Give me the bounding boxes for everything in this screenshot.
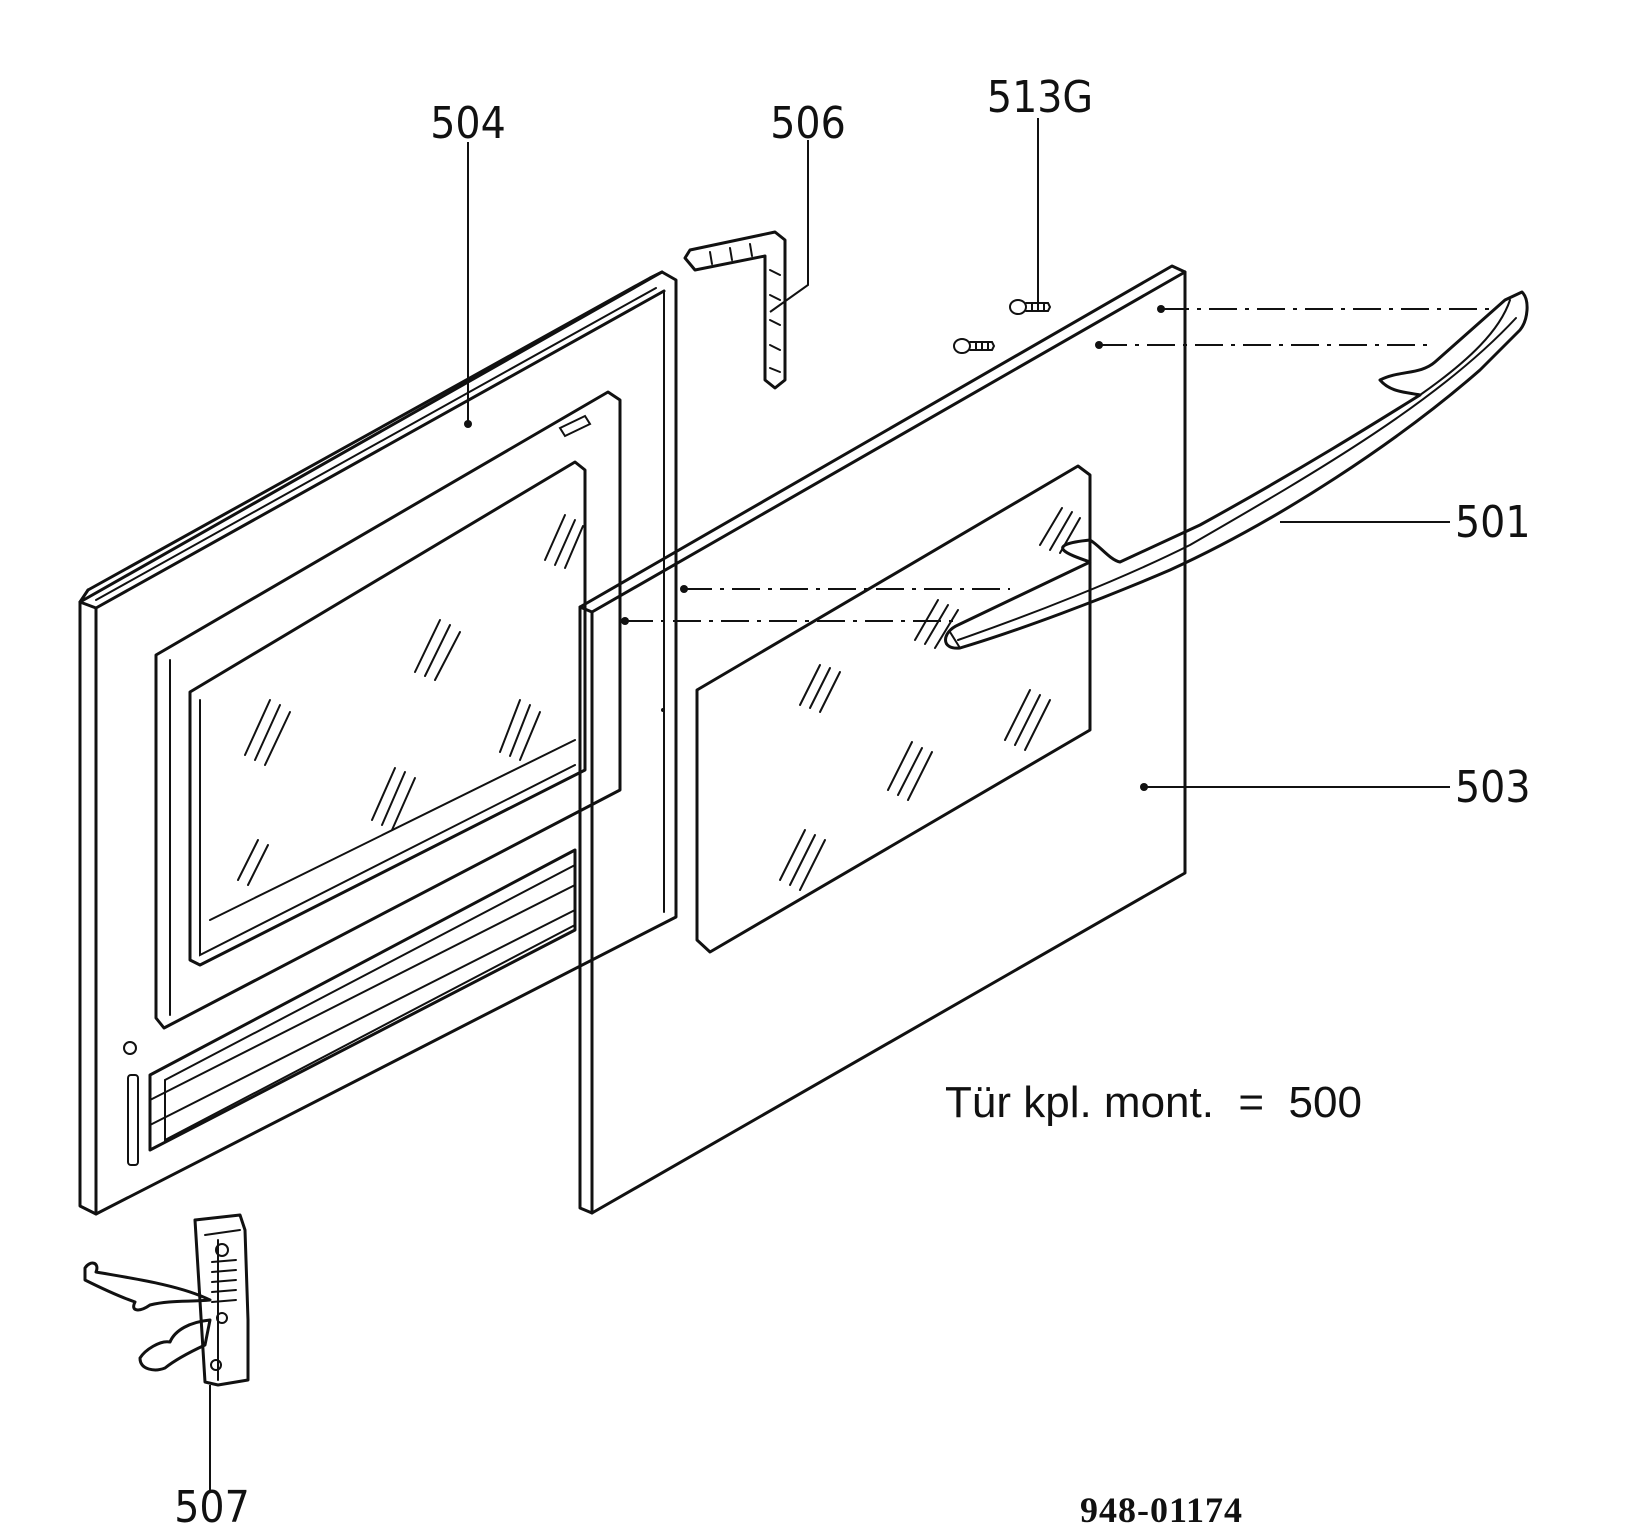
door-handle-501 <box>944 290 1529 650</box>
inner-door-panel-504 <box>78 270 678 1216</box>
label-501: 501 <box>1455 497 1531 548</box>
leader-lines <box>209 118 1490 1490</box>
assembly-note: Tür kpl. mont. = 500 <box>945 1078 1362 1127</box>
label-506: 506 <box>770 98 846 149</box>
label-507: 507 <box>174 1482 250 1533</box>
door-hinge-507 <box>83 1213 250 1387</box>
outer-door-panel-503 <box>578 264 1187 1215</box>
document-number: 948-01174 <box>1080 1490 1243 1530</box>
door-gasket-506 <box>683 230 787 390</box>
label-503: 503 <box>1455 762 1531 813</box>
label-513g: 513G <box>987 72 1093 123</box>
label-504: 504 <box>430 98 506 149</box>
screws-513g <box>953 299 1052 354</box>
